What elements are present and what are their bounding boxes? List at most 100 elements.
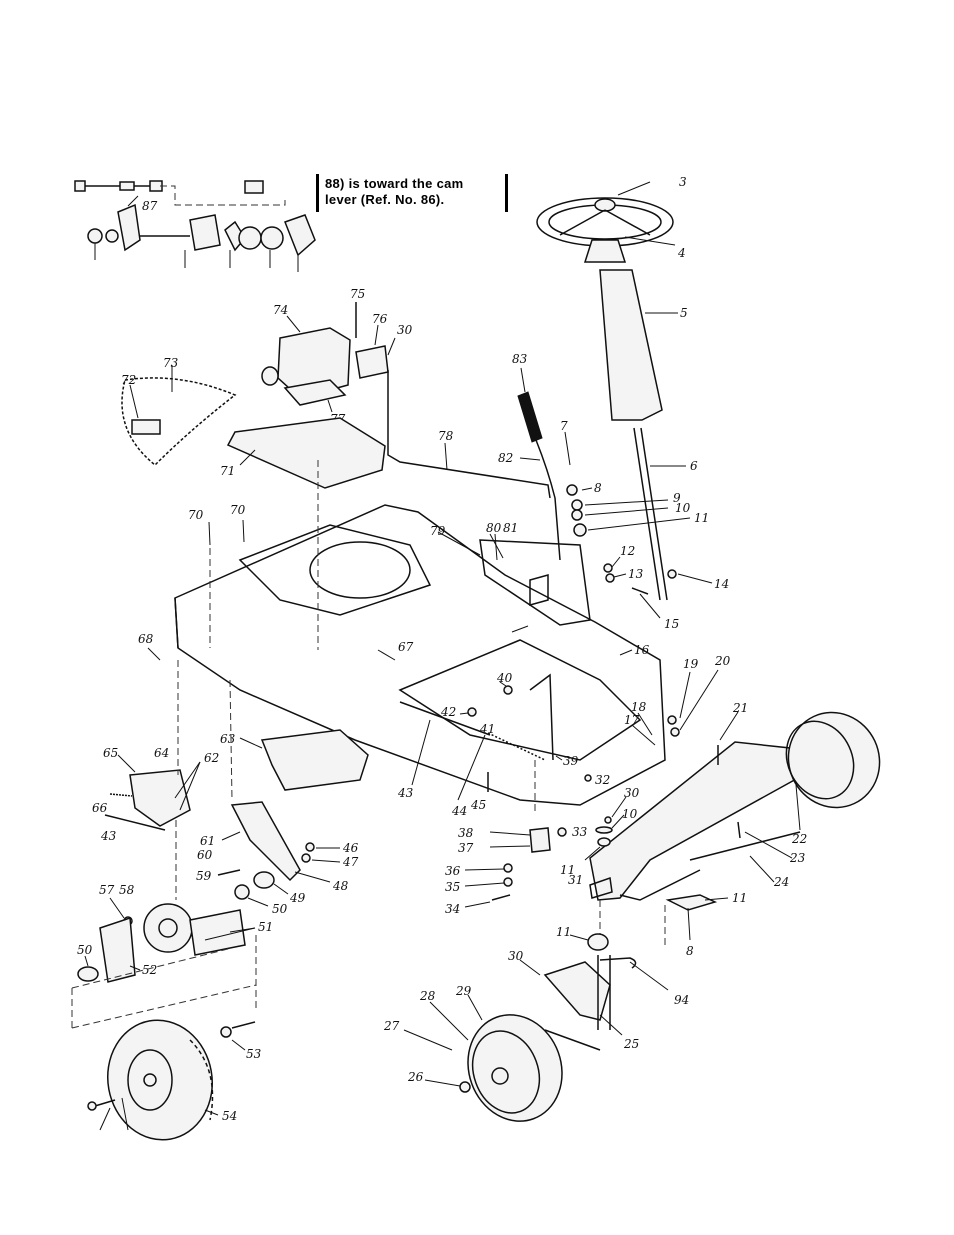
callout-79: 79: [430, 524, 446, 538]
callout-8b: 8: [686, 944, 694, 958]
callout-34: 34: [445, 902, 460, 916]
callout-30c: 30: [508, 949, 524, 963]
callout-5: 5: [680, 306, 688, 320]
callout-7: 7: [560, 419, 568, 433]
assembly-note: 88) is toward the cam lever (Ref. No. 86…: [316, 174, 508, 212]
callout-82: 82: [498, 451, 513, 465]
front-axle-assembly: 19 20 18 17 21 30 10 11 31 23: [560, 654, 881, 958]
callout-13: 13: [628, 567, 644, 581]
callout-57: 57: [99, 883, 115, 897]
center-linkage: 43 40 42 41 44 45 39 32 38 37 33: [397, 671, 610, 916]
callout-39: 39: [563, 754, 579, 768]
callout-41: 41: [479, 722, 495, 736]
callout-28: 28: [419, 989, 436, 1003]
callout-35: 35: [445, 880, 460, 894]
callout-44: 44: [451, 804, 467, 818]
callout-70b: 70: [230, 503, 246, 517]
callout-51: 51: [258, 920, 273, 934]
callout-38: 38: [458, 826, 474, 840]
callout-61: 61: [200, 834, 215, 848]
callout-23: 23: [789, 851, 806, 865]
callout-94: 94: [674, 993, 689, 1007]
callout-63: 63: [220, 732, 236, 746]
callout-27: 27: [383, 1019, 400, 1033]
callout-65: 65: [103, 746, 118, 760]
callout-80: 80: [486, 521, 502, 535]
callout-42: 42: [440, 705, 456, 719]
callout-58: 58: [119, 883, 135, 897]
callout-14: 14: [714, 577, 729, 591]
callout-6: 6: [690, 459, 698, 473]
callout-50b: 50: [77, 943, 93, 957]
front-spindle-wheel: 11 94 30 25 29 28 27 26: [383, 925, 689, 1122]
callout-19: 19: [683, 657, 699, 671]
callout-11b: 11: [560, 863, 575, 877]
callout-16: 16: [634, 643, 650, 657]
callout-11a: 11: [694, 511, 709, 525]
callout-50a: 50: [272, 902, 288, 916]
callout-67: 67: [398, 640, 414, 654]
callout-17: 17: [624, 713, 640, 727]
note-line-1: 88) is toward the cam: [325, 176, 464, 191]
callout-9: 9: [673, 491, 681, 505]
callout-29: 29: [455, 984, 472, 998]
callout-70a: 70: [188, 508, 204, 522]
main-frame: 16 79 80 81 81 70 70 68 67: [138, 460, 666, 806]
drive-assembly: 74 75 76 30 77 73 72 71 78: [121, 287, 551, 499]
callout-66: 66: [92, 801, 108, 815]
callout-59: 59: [196, 869, 212, 883]
callout-11d: 11: [556, 925, 571, 939]
callout-25: 25: [623, 1037, 639, 1051]
callout-53: 53: [246, 1047, 262, 1061]
callout-43b: 43: [100, 829, 117, 843]
callout-68: 68: [138, 632, 154, 646]
callout-76: 76: [372, 312, 388, 326]
callout-54: 54: [222, 1109, 237, 1123]
callout-18: 18: [631, 700, 647, 714]
callout-11c: 11: [732, 891, 747, 905]
callout-10b: 10: [622, 807, 638, 821]
callout-31: 31: [568, 873, 583, 887]
callout-26: 26: [407, 1070, 424, 1084]
callout-62: 62: [204, 751, 219, 765]
cam-assembly-inset: 87: [74, 180, 316, 272]
callout-32: 32: [595, 773, 610, 787]
callout-74: 74: [273, 303, 288, 317]
callout-4: 4: [677, 246, 686, 260]
callout-73: 73: [163, 356, 179, 370]
callout-40: 40: [496, 671, 513, 685]
callout-72: 72: [121, 373, 136, 387]
callout-10a: 10: [675, 501, 691, 515]
callout-49: 49: [289, 891, 306, 905]
callout-37: 37: [458, 841, 474, 855]
callout-36: 36: [445, 864, 461, 878]
rear-drive-side: 63 65 64 62 66 43 61 60 46 47 48: [71, 729, 369, 1141]
callout-71: 71: [220, 464, 235, 478]
callout-75: 75: [350, 287, 365, 301]
callout-83: 83: [512, 352, 528, 366]
callout-30a: 30: [397, 323, 413, 337]
callout-64: 64: [154, 746, 169, 760]
callout-21: 21: [732, 701, 748, 715]
callout-3: 3: [679, 175, 687, 189]
callout-12: 12: [620, 544, 635, 558]
shift-lever-assembly: 83 82 7 8 9 10 11 12 13 14: [498, 352, 729, 631]
callout-24: 24: [773, 875, 789, 889]
callout-8a: 8: [594, 481, 602, 495]
callout-45: 45: [470, 798, 486, 812]
callout-20: 20: [714, 654, 731, 668]
callout-78: 78: [438, 429, 454, 443]
callout-22: 22: [791, 832, 807, 846]
callout-48: 48: [332, 879, 349, 893]
callout-43a: 43: [397, 786, 414, 800]
callout-30b: 30: [624, 786, 640, 800]
callout-60: 60: [197, 848, 213, 862]
callout-87: 87: [142, 199, 158, 213]
note-line-2: lever (Ref. No. 86).: [325, 192, 445, 207]
steering-assembly: 3 4 5 6: [536, 175, 698, 601]
callout-47: 47: [342, 855, 359, 869]
callout-81-visible: 81: [503, 521, 518, 535]
callout-33: 33: [572, 825, 588, 839]
